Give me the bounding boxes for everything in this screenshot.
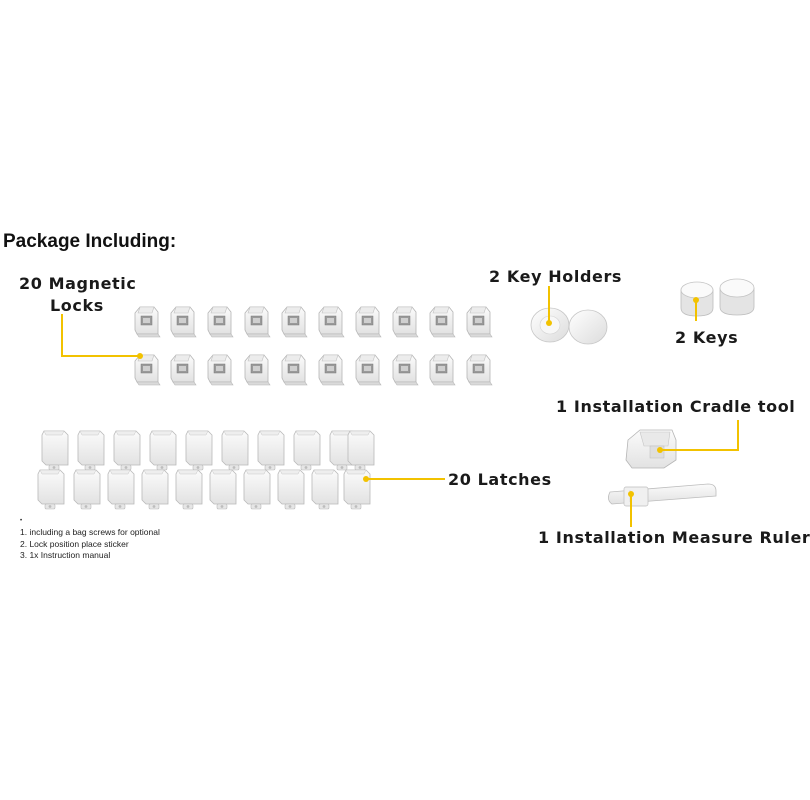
latch <box>185 430 213 471</box>
latch <box>113 430 141 471</box>
latch <box>37 469 65 510</box>
cradle-tool-label: 1 Installation Cradle tool <box>556 397 796 416</box>
magnetic-lock <box>392 306 419 338</box>
latch <box>343 469 371 510</box>
magnetic-locks-group <box>134 306 493 386</box>
magnetic-lock <box>281 354 308 386</box>
magnetic-locks-label: 20 Magnetic Locks <box>19 273 136 317</box>
latch <box>311 469 339 510</box>
magnetic-lock <box>466 306 493 338</box>
latches-dot <box>363 476 369 482</box>
magnetic-lock <box>281 306 308 338</box>
cradle-tool-leader <box>660 420 739 451</box>
magnetic-lock <box>466 354 493 386</box>
latch <box>209 469 237 510</box>
magnetic-lock <box>392 354 419 386</box>
magnetic-locks-label-line2: Locks <box>50 296 104 315</box>
key-holder <box>568 309 608 345</box>
measure-ruler <box>608 483 717 507</box>
latches-label: 20 Latches <box>448 470 552 489</box>
magnetic-lock <box>170 354 197 386</box>
latch <box>141 469 169 510</box>
magnetic-lock <box>355 354 382 386</box>
latch <box>107 469 135 510</box>
notes-list: • 1. including a bag screws for optional… <box>20 518 160 562</box>
magnetic-lock <box>134 306 161 338</box>
magnetic-lock <box>318 306 345 338</box>
notes-bullet: • <box>20 518 23 524</box>
latch <box>175 469 203 510</box>
magnetic-lock <box>244 306 271 338</box>
latch <box>347 430 375 471</box>
cradle-tool <box>625 429 677 469</box>
latch <box>77 430 105 471</box>
page-title: Package Including: <box>3 231 177 252</box>
latch <box>277 469 305 510</box>
measure-ruler-label: 1 Installation Measure Ruler <box>538 528 810 547</box>
note-item-1: 1. including a bag screws for optional <box>20 527 160 537</box>
leader-dots <box>137 297 699 497</box>
magnetic-lock <box>429 354 456 386</box>
cradle-tool-dot <box>657 447 663 453</box>
latch <box>41 430 69 471</box>
latch <box>243 469 271 510</box>
magnetic-lock <box>244 354 271 386</box>
magnetic-locks-leader <box>61 314 140 357</box>
latch <box>73 469 101 510</box>
key-holders-label: 2 Key Holders <box>489 267 623 286</box>
latch <box>293 430 321 471</box>
keys-dot <box>693 297 699 303</box>
magnetic-lock <box>207 306 234 338</box>
magnetic-lock <box>355 306 382 338</box>
magnetic-lock <box>429 306 456 338</box>
latch <box>257 430 285 471</box>
measure-ruler-dot <box>628 491 634 497</box>
note-item-3: 3. 1x Instruction manual <box>20 550 111 560</box>
magnetic-lock <box>207 354 234 386</box>
keys-label: 2 Keys <box>675 328 739 347</box>
keys-group <box>680 278 755 317</box>
key-holders-dot <box>546 320 552 326</box>
magnetic-lock <box>170 306 197 338</box>
magnetic-locks-dot <box>137 353 143 359</box>
latch <box>149 430 177 471</box>
note-item-2: 2. Lock position place sticker <box>20 538 129 549</box>
leader-lines <box>61 286 739 527</box>
latches-group <box>37 430 375 510</box>
magnetic-locks-label-line1: 20 Magnetic <box>19 274 137 293</box>
magnetic-lock <box>318 354 345 386</box>
latch <box>221 430 249 471</box>
key-holders-group <box>530 307 608 345</box>
magnetic-lock <box>134 354 161 386</box>
